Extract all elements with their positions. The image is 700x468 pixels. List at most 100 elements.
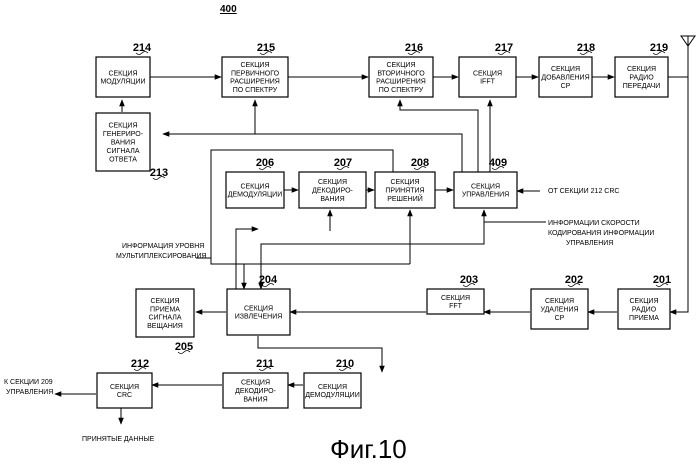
- block-215-label-line: РАСШИРЕНИЯ: [230, 79, 280, 86]
- block-214-label-line: МОДУЛЯЦИИ: [100, 79, 145, 86]
- block-213: СЕКЦИЯГЕНЕРИРО- ВАНИЯСИГНАЛАОТВЕТА 213: [96, 113, 168, 180]
- block-216-label-line: РАСШИРЕНИЯ: [376, 79, 426, 86]
- block-216: СЕКЦИЯВТОРИЧНОГО РАСШИРЕНИЯПО СПЕКТРУ 216: [369, 42, 433, 97]
- block-203: СЕКЦИЯFFT 203: [427, 274, 484, 314]
- block-207-number: 207: [334, 157, 352, 169]
- note-received-data: ПРИНЯТЫЕ ДАННЫЕ: [82, 436, 155, 443]
- block-409-label-line: УПРАВЛЕНИЯ: [462, 192, 509, 199]
- figure-number: 400: [220, 4, 237, 15]
- note-from-crc: ОТ СЕКЦИИ 212 CRC: [548, 188, 619, 195]
- block-215: СЕКЦИЯПЕРВИЧНОГО РАСШИРЕНИЯПО СПЕКТРУ 215: [222, 42, 288, 97]
- block-211: СЕКЦИЯДЕКОДИРО-ВАНИЯ 211: [223, 358, 288, 408]
- block-201-label-line: РАДИО: [632, 307, 657, 314]
- block-201-label-line: ПРИЕМА: [629, 315, 659, 322]
- block-219-number: 219: [650, 42, 668, 54]
- note-to-control-line-2: УПРАВЛЕНИЯ: [6, 389, 53, 396]
- block-204-label-line: ИЗВЛЕЧЕНИЯ: [235, 314, 283, 321]
- block-206-label-line: ДЕМОДУЛЯЦИИ: [228, 192, 282, 199]
- block-217-label-line: СЕКЦИЯ: [473, 70, 502, 77]
- block-208: СЕКЦИЯПРИНЯТИЯРЕШЕНИЙ208: [375, 157, 435, 208]
- block-207-label-line: СЕКЦИЯ: [318, 179, 347, 186]
- block-207: СЕКЦИЯ ДЕКОДИРО-ВАНИЯ 207: [299, 157, 366, 208]
- block-213-label-line: ГЕНЕРИРО-: [103, 131, 144, 138]
- block-409: СЕКЦИЯ УПРАВЛЕНИЯ 409: [454, 157, 517, 208]
- block-213-number: 213: [150, 167, 168, 179]
- note-mux-level-line-2: МУЛЬТИПЛЕКСИРОВАНИЯ: [116, 253, 206, 260]
- block-212: СЕКЦИЯCRC 212: [97, 358, 152, 408]
- block-211-number: 211: [256, 358, 274, 370]
- block-210-label-line: ДЕМОДУЛЯЦИИ: [305, 392, 359, 399]
- block-216-label-line: ВТОРИЧНОГО: [377, 70, 425, 77]
- block-211-label-line: ВАНИЯ: [243, 396, 267, 403]
- block-216-label-line: СЕКЦИЯ: [386, 62, 415, 69]
- block-217-number: 217: [495, 42, 513, 54]
- block-211-label-line: ДЕКОДИРО-: [235, 388, 276, 395]
- block-205-label-line: ПРИЕМА: [150, 306, 180, 313]
- block-205-number: 205: [175, 341, 193, 353]
- block-206-number: 206: [256, 157, 274, 169]
- block-205-label-line: СИГНАЛА: [148, 315, 181, 322]
- block-409-label-line: СЕКЦИЯ: [471, 183, 500, 190]
- block-210: СЕКЦИЯДЕМОДУЛЯЦИИ210: [304, 358, 361, 408]
- block-203-label-line: FFT: [449, 303, 463, 310]
- block-217-label-line: IFFT: [480, 79, 495, 86]
- block-216-label-line: ПО СПЕКТРУ: [379, 87, 424, 94]
- block-204-label-line: СЕКЦИЯ: [244, 305, 273, 312]
- block-201: СЕКЦИЯ РАДИОПРИЕМА 201: [618, 274, 671, 329]
- block-207-label-line: ДЕКОДИРО-: [312, 188, 353, 195]
- block-217: СЕКЦИЯ IFFT 217: [459, 42, 516, 97]
- note-to-control-line-1: К СЕКЦИИ 209: [4, 379, 53, 386]
- block-215-label-line: СЕКЦИЯ: [240, 62, 269, 69]
- block-208-label-line: ПРИНЯТИЯ: [385, 188, 424, 195]
- block-213-label-line: ВАНИЯ: [111, 140, 135, 147]
- block-206: СЕКЦИЯ ДЕМОДУЛЯЦИИ 206: [226, 157, 284, 208]
- block-203-label-line: СЕКЦИЯ: [441, 295, 470, 302]
- block-218-number: 218: [577, 42, 595, 54]
- block-201-label-line: СЕКЦИЯ: [629, 298, 658, 305]
- block-213-label-line: СИГНАЛА: [106, 148, 139, 155]
- block-202-label-line: СЕКЦИЯ: [545, 298, 574, 305]
- block-409-number: 409: [489, 157, 507, 169]
- note-mux-level-line-1: ИНФОРМАЦИЯ УРОВНЯ: [122, 243, 204, 250]
- block-205-label-line: ВЕЩАНИЯ: [147, 323, 183, 330]
- note-rate-info-line-2: КОДИРОВАНИЯ ИНФОРМАЦИИ: [548, 230, 654, 237]
- block-201-number: 201: [653, 274, 671, 286]
- figure-caption: Фиг.10: [330, 434, 407, 464]
- block-207-label-line: ВАНИЯ: [320, 196, 344, 203]
- block-212-number: 212: [131, 358, 149, 370]
- block-213-label-line: ОТВЕТА: [109, 156, 137, 163]
- block-211-label-line: СЕКЦИЯ: [241, 380, 270, 387]
- block-203-number: 203: [460, 274, 478, 286]
- block-216-number: 216: [405, 42, 423, 54]
- block-202: СЕКЦИЯ УДАЛЕНИЯCP 202: [531, 274, 588, 329]
- block-212-label-line: СЕКЦИЯ: [110, 384, 139, 391]
- block-219-label-line: СЕКЦИЯ: [627, 66, 656, 73]
- note-rate-info-line-1: ИНФОРМАЦИИ СКОРОСТИ: [548, 220, 640, 227]
- block-219-label-line: РАДИО: [629, 75, 654, 82]
- block-218: СЕКЦИЯ ДОБАВЛЕНИЯCP 218: [539, 42, 595, 97]
- block-214-label-line: СЕКЦИЯ: [108, 70, 137, 77]
- block-219: СЕКЦИЯ РАДИОПЕРЕДАЧИ 219: [615, 42, 668, 97]
- block-215-label-line: ПЕРВИЧНОГО: [231, 70, 280, 77]
- block-218-label-line: CP: [561, 83, 571, 90]
- block-202-label-line: УДАЛЕНИЯ: [540, 307, 578, 314]
- note-rate-info-line-3: УПРАВЛЕНИЯ: [566, 240, 613, 247]
- block-213-label-line: СЕКЦИЯ: [108, 123, 137, 130]
- block-206-label-line: СЕКЦИЯ: [240, 183, 269, 190]
- block-202-number: 202: [565, 274, 583, 286]
- block-202-label-line: CP: [555, 315, 565, 322]
- block-219-label-line: ПЕРЕДАЧИ: [623, 83, 661, 90]
- antenna-icon: [681, 36, 695, 48]
- block-205: СЕКЦИЯПРИЕМА СИГНАЛАВЕЩАНИЯ 205: [136, 289, 194, 354]
- block-212-label-line: CRC: [117, 392, 132, 399]
- block-215-label-line: ПО СПЕКТРУ: [233, 87, 278, 94]
- block-215-number: 215: [257, 42, 275, 54]
- block-218-label-line: СЕКЦИЯ: [551, 66, 580, 73]
- block-208-label-line: СЕКЦИЯ: [390, 179, 419, 186]
- block-218-label-line: ДОБАВЛЕНИЯ: [541, 75, 589, 82]
- block-208-number: 208: [411, 157, 429, 169]
- block-214: СЕКЦИЯМОДУЛЯЦИИ214: [96, 42, 152, 97]
- block-210-number: 210: [336, 358, 354, 370]
- block-205-label-line: СЕКЦИЯ: [150, 298, 179, 305]
